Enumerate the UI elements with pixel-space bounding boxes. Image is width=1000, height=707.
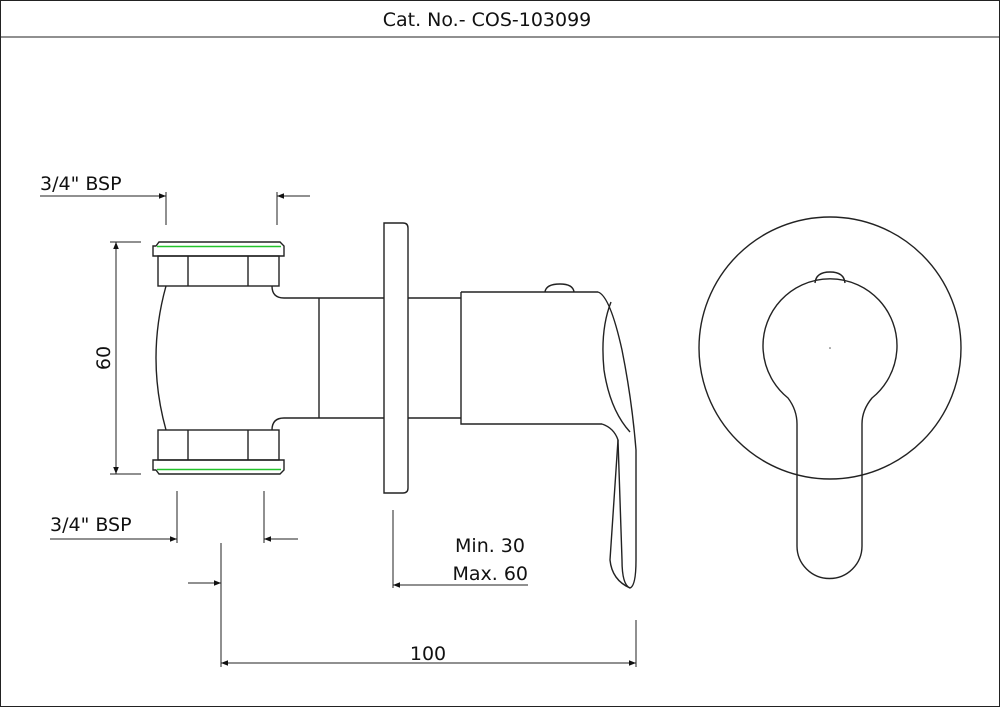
- dim-inlet-top: 3/4" BSP: [40, 173, 310, 225]
- side-view: [152, 222, 637, 589]
- length-label: 100: [410, 643, 446, 665]
- dim-height: 60: [93, 241, 141, 475]
- inlet-bottom-label: 3/4" BSP: [50, 514, 132, 536]
- depth-max-label: Max. 60: [452, 563, 528, 585]
- height-label: 60: [93, 346, 115, 370]
- dim-depth: Min. 30 Max. 60: [392, 510, 528, 588]
- catalog-title: Cat. No.- COS-103099: [383, 9, 592, 31]
- depth-min-label: Min. 30: [455, 535, 525, 557]
- dim-length: 100: [188, 543, 637, 667]
- dim-inlet-bottom: 3/4" BSP: [50, 491, 298, 543]
- inlet-top-label: 3/4" BSP: [40, 173, 122, 195]
- front-view: [698, 216, 962, 580]
